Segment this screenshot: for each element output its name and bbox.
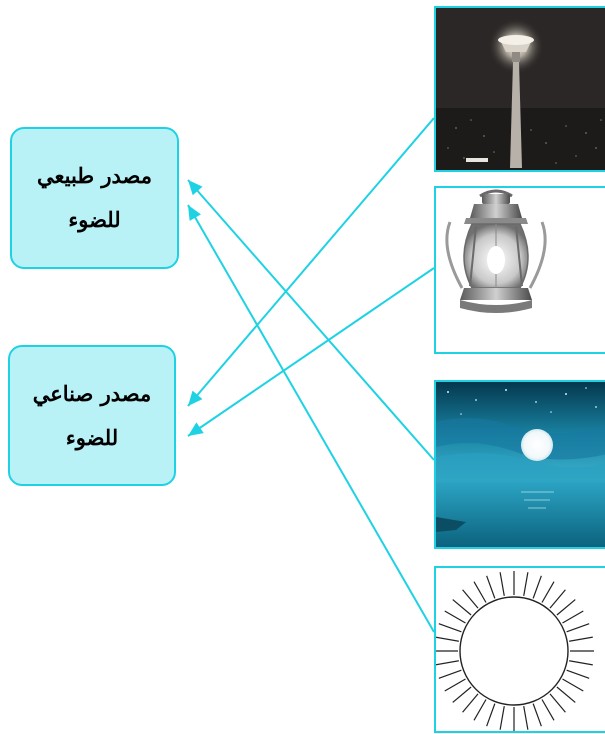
sun-ray (562, 678, 584, 692)
sun-ray (438, 669, 462, 679)
sun-ray (566, 669, 590, 679)
sun-ray (462, 589, 479, 609)
sun-ray (569, 636, 593, 642)
street-lamp-icon (436, 8, 605, 170)
sun-ray (556, 686, 576, 703)
sun-ray (452, 599, 472, 616)
natural-source-label-line2: للضوء (68, 207, 121, 232)
sun-ray (499, 706, 505, 730)
arrowhead-streetlamp (188, 390, 203, 406)
oil-lantern-icon (445, 189, 547, 313)
connector-line-lantern (187, 267, 435, 437)
natural-light-source-box[interactable]: مصدر طبيعي للضوء (10, 127, 179, 269)
arrowhead-lantern (188, 422, 204, 436)
connector-line-streetlamp (187, 117, 435, 407)
sun-ray (549, 589, 566, 609)
connector-line-sun (187, 204, 435, 633)
moon-icon (436, 382, 605, 547)
sun-disc (459, 596, 569, 706)
sun-ray (452, 686, 472, 703)
sun-ray (556, 599, 576, 616)
sun-ray (499, 572, 505, 596)
sun-ray (566, 623, 590, 633)
artificial-source-label-line1: مصدر صناعي (32, 380, 152, 406)
connector-line-moon (187, 179, 435, 461)
sun-ray (436, 636, 459, 642)
sun-ray (532, 575, 542, 599)
street-lamp-picture[interactable] (434, 6, 605, 172)
sun-ray (486, 703, 496, 727)
sun-ray (562, 610, 584, 624)
sun-ray (444, 610, 466, 624)
sun-ray (541, 581, 555, 603)
arrowhead-sun (188, 205, 201, 221)
sun-ray (438, 623, 462, 633)
sun-ray (532, 703, 542, 727)
sun-picture[interactable] (434, 566, 605, 733)
sun-ray (523, 572, 529, 596)
natural-source-label-line1: مصدر طبيعي (37, 163, 152, 188)
sun-ray (473, 699, 487, 721)
sun-ray (473, 581, 487, 603)
moon-over-sea-picture[interactable] (434, 380, 605, 549)
oil-lantern-picture[interactable] (434, 186, 605, 354)
artificial-light-source-box[interactable]: مصدر صناعي للضوء (8, 345, 176, 486)
sun-ray (462, 693, 479, 713)
artificial-source-label-line2: للضوء (65, 424, 119, 450)
sun-ray (444, 678, 466, 692)
sun-ray (523, 706, 529, 730)
sun-ray (541, 699, 555, 721)
sun-icon (436, 571, 594, 731)
arrowhead-moon (188, 180, 203, 196)
sun-ray (549, 693, 566, 713)
sun-ray (569, 660, 593, 666)
sun-ray (436, 660, 459, 666)
sun-ray (486, 575, 496, 599)
